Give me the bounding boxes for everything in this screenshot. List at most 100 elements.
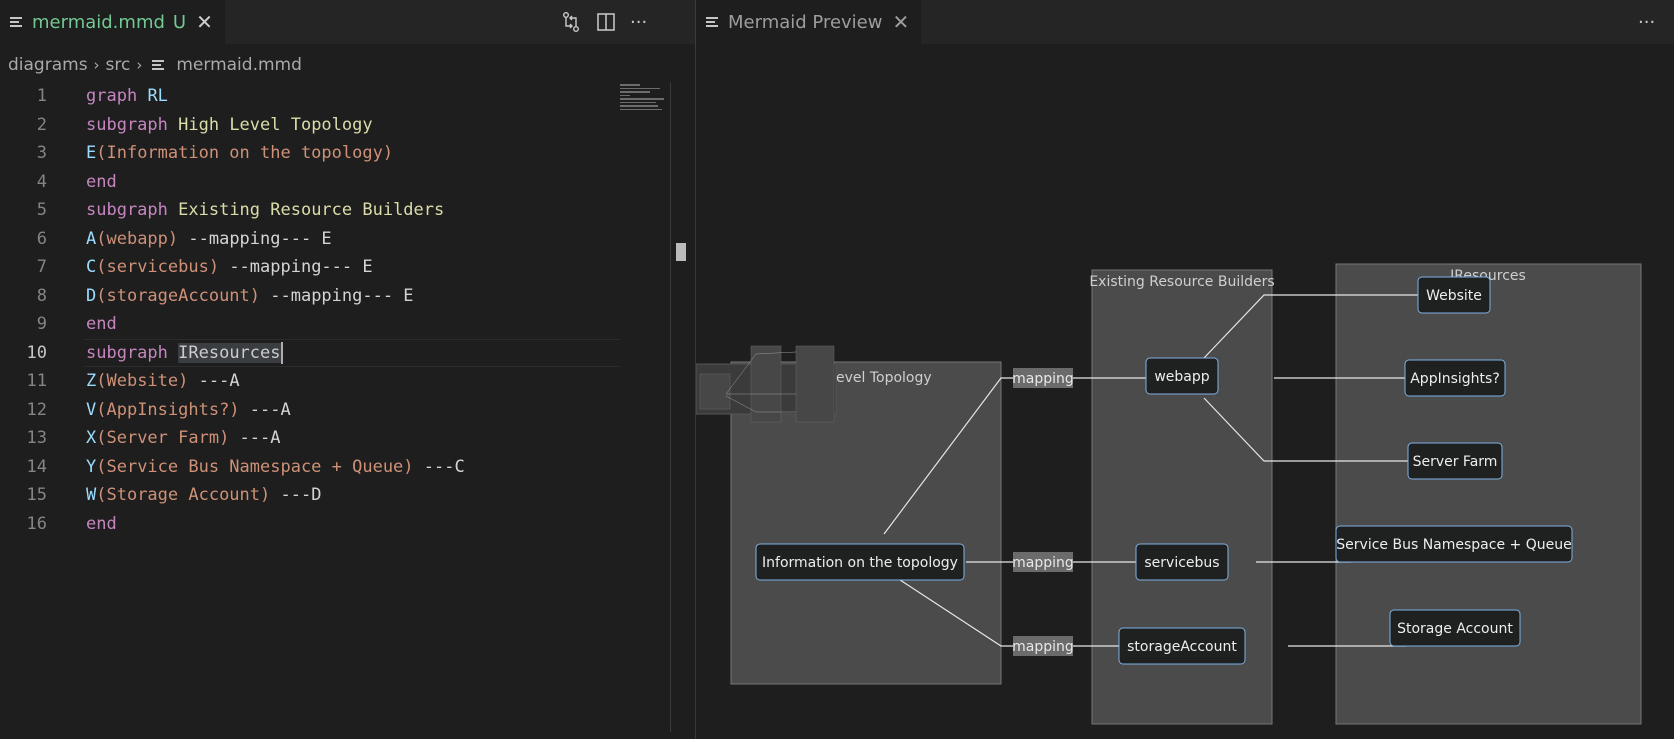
preview-tab-bar: Mermaid Preview ✕ ··· bbox=[696, 0, 1674, 44]
line-number: 13 bbox=[26, 428, 47, 448]
editor-scrollbar-thumb[interactable] bbox=[676, 243, 686, 261]
minimap[interactable] bbox=[620, 82, 672, 122]
code-token: ---A bbox=[188, 371, 240, 391]
node-info[interactable]: Information on the topology bbox=[755, 543, 965, 581]
line-number: 1 bbox=[36, 86, 47, 106]
editor-pane: mermaid.mmd U ✕ ··· diagrams › src › mer… bbox=[0, 0, 695, 739]
edge-webapp-serverfarm bbox=[1203, 397, 1431, 462]
mermaid-diagram: evel Topology Existing Resource Builders… bbox=[696, 263, 1642, 725]
subgraph-title-builders: Existing Resource Builders bbox=[1089, 274, 1274, 290]
tab-status-badge: U bbox=[172, 11, 187, 33]
edge-info-webapp bbox=[883, 377, 1194, 535]
node-website[interactable]: Website bbox=[1417, 276, 1491, 314]
code-token: --mapping--- E bbox=[260, 285, 414, 306]
code-token: (Information on the topology) bbox=[96, 143, 394, 163]
chevron-right-icon: › bbox=[93, 56, 100, 74]
svg-text:Website: Website bbox=[1426, 288, 1482, 304]
code-editor[interactable]: 1 graph RL 2 subgraph High Level Topology 3 E… bbox=[0, 82, 620, 538]
code-token: (servicebus) bbox=[96, 257, 220, 277]
svg-text:Server Farm: Server Farm bbox=[1413, 454, 1498, 470]
code-text: E(Information on the topology) bbox=[86, 139, 393, 168]
node-storage[interactable]: storageAccount bbox=[1118, 627, 1246, 665]
code-token: ---A bbox=[229, 428, 281, 448]
svg-text:AppInsights?: AppInsights? bbox=[1410, 371, 1500, 387]
node-serverfarm[interactable]: Server Farm bbox=[1407, 442, 1503, 480]
code-text: D(storageAccount) --mapping--- E bbox=[86, 282, 414, 311]
editor-actions: ··· bbox=[560, 0, 647, 44]
code-text: Z(Website) ---A bbox=[86, 367, 240, 396]
tab-mermaid-preview[interactable]: Mermaid Preview ✕ bbox=[696, 0, 922, 44]
code-line[interactable]: 3 E(Information on the topology) bbox=[0, 139, 620, 168]
subgraph-title-high-level: evel Topology bbox=[836, 370, 932, 386]
chevron-right-icon: › bbox=[136, 56, 143, 74]
code-token: (Website) bbox=[96, 371, 189, 391]
edge-webapp-website bbox=[1203, 294, 1441, 359]
code-token: IResources bbox=[178, 342, 281, 363]
code-token: RL bbox=[147, 86, 168, 106]
code-token: subgraph bbox=[86, 114, 168, 135]
code-token: (webapp) bbox=[96, 228, 179, 249]
code-text: graph RL bbox=[86, 82, 168, 111]
code-token: (Service Bus Namespace + Queue) bbox=[96, 456, 414, 477]
svg-text:storageAccount: storageAccount bbox=[1127, 639, 1237, 655]
code-text: Y(Service Bus Namespace + Queue) ---C bbox=[86, 453, 465, 482]
preview-actions: ··· bbox=[1638, 0, 1655, 44]
node-sbqueue[interactable]: Service Bus Namespace + Queue bbox=[1335, 525, 1573, 563]
code-token: end bbox=[86, 513, 117, 534]
code-text: end bbox=[86, 168, 117, 197]
breadcrumb-file[interactable]: mermaid.mmd bbox=[176, 55, 302, 75]
editor-scrollbar-track[interactable] bbox=[670, 82, 671, 732]
close-icon[interactable]: ✕ bbox=[196, 10, 213, 34]
preview-tab-title: Mermaid Preview bbox=[728, 11, 883, 33]
line-number: 8 bbox=[36, 285, 47, 306]
code-token: ---D bbox=[270, 485, 322, 505]
more-actions-icon[interactable]: ··· bbox=[630, 11, 648, 33]
code-token: end bbox=[86, 314, 117, 334]
line-number: 16 bbox=[26, 513, 47, 534]
code-line[interactable]: 1 graph RL bbox=[0, 82, 620, 111]
code-token: D bbox=[86, 285, 97, 306]
line-number: 3 bbox=[36, 143, 47, 163]
source-control-compare-icon[interactable] bbox=[560, 11, 582, 33]
code-text: A(webapp) --mapping--- E bbox=[86, 225, 332, 254]
code-line[interactable]: 2 subgraph High Level Topology bbox=[0, 111, 620, 140]
code-token: C bbox=[86, 257, 97, 277]
code-line[interactable]: 13 X(Server Farm) ---A bbox=[0, 424, 620, 453]
breadcrumb-src[interactable]: src bbox=[105, 55, 131, 75]
diagram-thumbnail[interactable] bbox=[696, 345, 837, 423]
code-token: (Server Farm) bbox=[96, 428, 230, 448]
svg-text:mapping: mapping bbox=[1012, 555, 1074, 571]
more-actions-icon[interactable]: ··· bbox=[1638, 11, 1656, 33]
file-lines-icon bbox=[152, 59, 167, 71]
preview-pane: Mermaid Preview ✕ ··· evel Topology Exis… bbox=[696, 0, 1674, 739]
code-line[interactable]: 16 end bbox=[0, 510, 620, 539]
code-token: Y bbox=[86, 456, 97, 477]
code-token: High Level Topology bbox=[178, 114, 373, 135]
split-editor-icon[interactable] bbox=[596, 12, 616, 32]
code-text: X(Server Farm) ---A bbox=[86, 424, 281, 453]
code-line[interactable]: 8 D(storageAccount) --mapping--- E bbox=[0, 282, 620, 311]
node-servicebus[interactable]: servicebus bbox=[1135, 543, 1229, 581]
code-text: subgraph High Level Topology bbox=[86, 111, 373, 140]
code-token: V bbox=[86, 399, 97, 420]
line-number: 2 bbox=[36, 114, 47, 135]
node-webapp[interactable]: webapp bbox=[1145, 357, 1219, 395]
svg-text:mapping: mapping bbox=[1012, 639, 1074, 655]
breadcrumb-diagrams[interactable]: diagrams bbox=[8, 55, 88, 75]
close-icon[interactable]: ✕ bbox=[892, 10, 910, 34]
tab-mermaid-mmd[interactable]: mermaid.mmd U ✕ bbox=[0, 0, 225, 44]
node-appinsights[interactable]: AppInsights? bbox=[1404, 359, 1506, 397]
line-number: 12 bbox=[26, 399, 47, 420]
line-number: 15 bbox=[26, 485, 47, 505]
node-storageacct[interactable]: Storage Account bbox=[1389, 609, 1521, 647]
